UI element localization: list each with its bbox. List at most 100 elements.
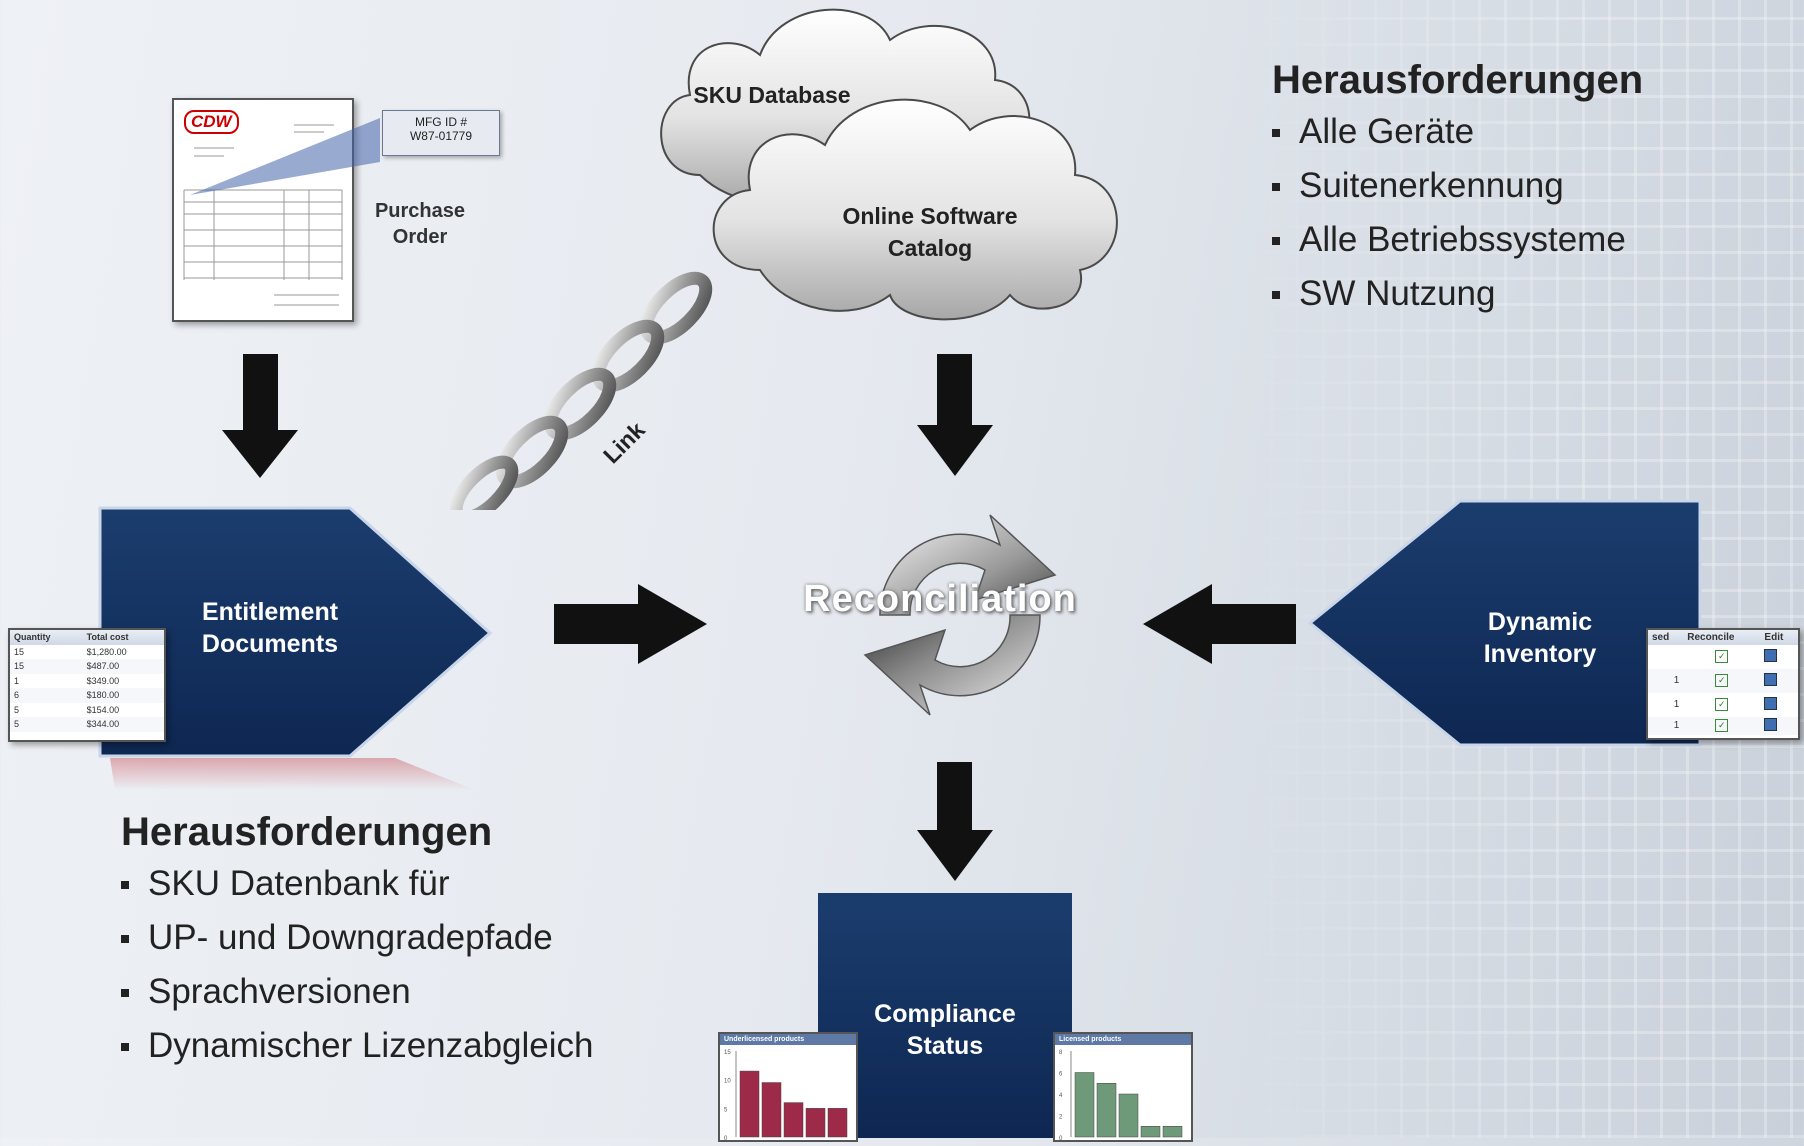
cell-total-cost: $154.00	[86, 704, 120, 715]
y-tick-label: 0	[724, 1136, 728, 1141]
bar	[1096, 1083, 1117, 1138]
catalog-label-line2: Catalog	[887, 235, 973, 261]
cell-total-cost: $180.00	[82, 688, 164, 703]
edit-icon	[1764, 648, 1778, 662]
bar	[1162, 1126, 1183, 1138]
entitlement-line2: Documents	[201, 630, 339, 658]
reconcile-checkbox[interactable]: ✓	[1683, 693, 1760, 717]
cell-used	[1648, 645, 1683, 669]
arrow-down-cloud	[917, 354, 993, 476]
challenges-top: Herausforderungen Alle Geräte Suitenerke…	[1272, 58, 1643, 321]
check-icon: ✓	[1715, 674, 1729, 687]
y-tick-label: 0	[1059, 1136, 1063, 1141]
mfg-id-label: MFG ID #	[414, 115, 467, 129]
check-icon: ✓	[1715, 698, 1729, 711]
column-header-used[interactable]: sed	[1648, 630, 1684, 645]
table-row: 15$487.00	[10, 659, 164, 674]
table-row: ✓	[1648, 645, 1798, 669]
zoom-beam	[190, 118, 380, 195]
purchase-order-label: Purchase Order	[355, 198, 485, 250]
reconcile-checkbox[interactable]: ✓	[1683, 645, 1760, 669]
entitlement-shape	[98, 506, 493, 790]
table-row: 1 ✓	[1648, 693, 1798, 717]
bar	[761, 1082, 782, 1138]
mfg-id-callout: MFG ID # W87-01779	[382, 110, 500, 156]
catalog-label-line1: Online Software	[842, 203, 1018, 229]
y-tick-label: 6	[1059, 1072, 1063, 1078]
list-item: Suitenerkennung	[1272, 159, 1643, 213]
edit-icon	[1764, 717, 1778, 731]
edit-icon	[1764, 696, 1778, 710]
bar	[827, 1108, 848, 1138]
cell-quantity: 1	[14, 675, 20, 686]
licensed-chart-title: Licensed products	[1055, 1034, 1191, 1045]
cell-used: 1	[1673, 699, 1680, 710]
cell-quantity: 6	[10, 688, 83, 703]
compliance-line1: Compliance	[874, 1000, 1016, 1028]
challenges-bottom-list: SKU Datenbank für UP- und Downgradepfade…	[121, 857, 594, 1073]
list-item: UP- und Downgradepfade	[121, 911, 594, 965]
bar	[1118, 1093, 1139, 1138]
edit-button[interactable]	[1760, 668, 1798, 693]
inventory-line2: Inventory	[1483, 640, 1597, 668]
online-software-catalog-cloud	[712, 98, 1118, 321]
cell-used: 1	[1648, 716, 1684, 735]
cloud-graphics	[660, 8, 1118, 321]
y-tick-label: 8	[1059, 1050, 1063, 1056]
edit-button[interactable]	[1760, 693, 1798, 717]
cell-total-cost: $1,280.00	[86, 646, 127, 657]
underlicensed-chart-plot: 15 10 5 0	[724, 1050, 848, 1142]
edit-button[interactable]	[1760, 716, 1798, 735]
bar	[1140, 1126, 1161, 1138]
cell-total-cost: $487.00	[82, 659, 164, 674]
purchase-order-document: CDW	[172, 98, 354, 322]
column-header-quantity[interactable]: Quantity	[10, 630, 83, 645]
document-lines	[183, 124, 343, 306]
sku-database-label: SKU Database	[693, 82, 851, 108]
entitlement-documents-label: Entitlement Documents	[150, 596, 390, 660]
compliance-line2: Status	[906, 1032, 984, 1060]
arrow-down-purchase-order	[222, 354, 298, 478]
y-tick-label: 5	[724, 1107, 728, 1113]
cell-total-cost: $344.00	[82, 717, 164, 732]
list-item: Sprachversionen	[121, 965, 594, 1019]
reconciliation-label: Reconciliation	[803, 578, 1077, 620]
cell-quantity: 5	[14, 704, 20, 715]
cell-quantity: 15	[14, 646, 25, 657]
y-tick-label: 15	[724, 1050, 731, 1056]
table-row: 1 ✓	[1648, 716, 1798, 735]
bar	[1074, 1072, 1095, 1138]
edit-icon	[1764, 672, 1778, 686]
column-header-total-cost[interactable]: Total cost	[82, 630, 164, 645]
online-software-catalog-label: Online Software Catalog	[810, 200, 1050, 264]
y-tick-label: 2	[1059, 1115, 1063, 1121]
reconcile-checkbox[interactable]: ✓	[1683, 716, 1761, 735]
table-row: 15 $1,280.00	[10, 645, 164, 660]
arrow-down-reconciliation	[917, 762, 993, 881]
table-row: 5 $154.00	[10, 703, 164, 718]
inventory-line1: Dynamic	[1487, 608, 1593, 636]
column-header-edit[interactable]: Edit	[1760, 630, 1798, 645]
purchase-order-label-line2: Order	[392, 226, 448, 248]
challenges-bottom-title: Herausforderungen	[121, 810, 493, 854]
list-item: Dynamischer Lizenzabgleich	[121, 1019, 594, 1073]
entitlement-table: Quantity Total cost 15$1,280.00 15$487.0…	[8, 628, 166, 742]
challenges-top-list: Alle Geräte Suitenerkennung Alle Betrieb…	[1272, 105, 1643, 321]
y-tick-label: 4	[1059, 1093, 1063, 1099]
list-item: SKU Datenbank für	[121, 857, 594, 911]
licensed-chart: Licensed products 8 6 4 2 0	[1053, 1032, 1193, 1142]
cell-quantity: 5	[10, 717, 83, 732]
column-header-reconcile[interactable]: Reconcile	[1683, 630, 1761, 645]
reconcile-checkbox[interactable]: ✓	[1683, 668, 1761, 693]
reconciliation-cycle-icon	[863, 514, 1057, 716]
dynamic-inventory-label: Dynamic Inventory	[1420, 606, 1660, 670]
y-tick-label: 10	[724, 1079, 731, 1085]
table-row: 1 ✓	[1648, 668, 1798, 693]
edit-button[interactable]	[1760, 645, 1798, 669]
table-row: 6$180.00	[10, 688, 164, 703]
challenges-bottom: Herausforderungen SKU Datenbank für UP- …	[121, 810, 594, 1073]
challenges-top-title: Herausforderungen	[1272, 58, 1644, 102]
cell-used: 1	[1648, 668, 1684, 693]
mfg-id-value: W87-01779	[409, 129, 473, 143]
